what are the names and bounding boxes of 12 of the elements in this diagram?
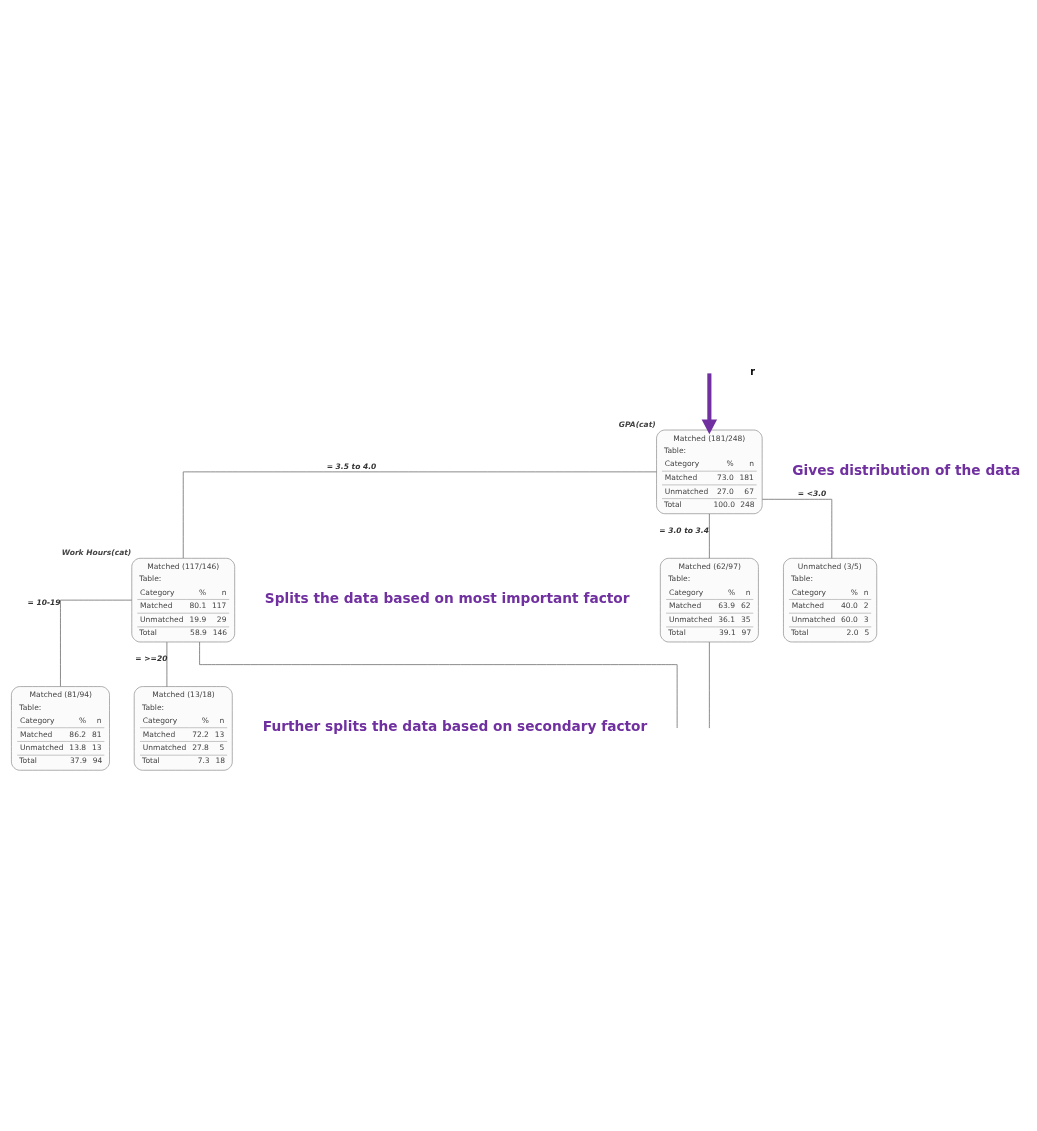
label: Further splits the data based on secondary factor xyxy=(262,718,648,735)
label: Splits the data based on most important factor xyxy=(264,589,630,606)
connector xyxy=(182,471,657,559)
label: r xyxy=(750,365,755,377)
connector xyxy=(166,641,168,687)
connector xyxy=(709,513,710,559)
connector xyxy=(60,599,133,687)
connector xyxy=(199,641,678,729)
connector xyxy=(762,498,833,559)
connector xyxy=(709,641,710,729)
arrow xyxy=(701,373,718,435)
label: Gives distribution of the data xyxy=(792,461,1021,478)
